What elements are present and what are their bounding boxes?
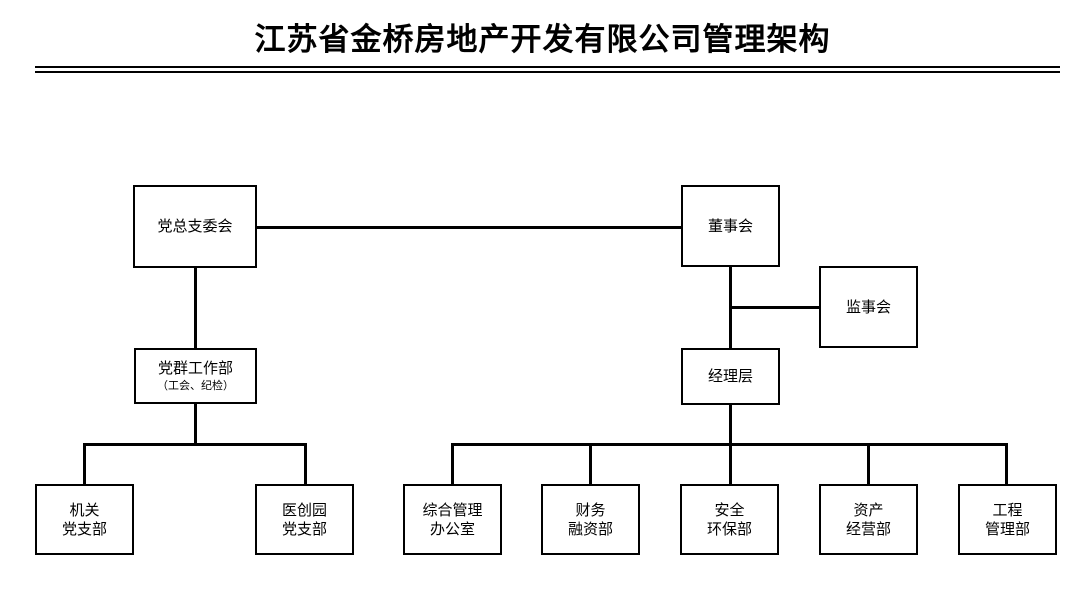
node-safety-environment-department[interactable]: 安全 环保部: [680, 484, 779, 555]
node-party-committee[interactable]: 党总支委会: [133, 185, 257, 268]
node-label: 监事会: [845, 297, 891, 316]
node-sublabel: （工会、纪检）: [157, 379, 234, 392]
edge-drop-asset-dept: [867, 443, 870, 485]
page-title: 江苏省金桥房地产开发有限公司管理架构: [254, 22, 831, 58]
node-label: 综合管理: [422, 500, 483, 519]
edge-party-committee-to-board: [255, 226, 683, 229]
node-label: 财务: [575, 500, 606, 519]
node-board[interactable]: 董事会: [681, 185, 780, 267]
edge-drop-safety-dept: [729, 443, 732, 485]
node-supervisory-board[interactable]: 监事会: [819, 266, 918, 348]
node-label: 经理层: [707, 367, 753, 386]
edge-party-committee-to-party-work-dept: [194, 266, 197, 350]
node-sublabel: 党支部: [61, 519, 107, 538]
node-label: 安全: [714, 500, 745, 519]
node-org-party-branch[interactable]: 机关 党支部: [35, 484, 134, 555]
node-label: 资产: [853, 500, 884, 519]
node-sublabel: 经营部: [845, 519, 891, 538]
node-label: 董事会: [707, 216, 753, 235]
node-label: 机关: [69, 500, 100, 519]
node-general-management-office[interactable]: 综合管理 办公室: [403, 484, 502, 555]
node-label: 工程: [992, 500, 1023, 519]
edge-party-work-dept-drop: [194, 402, 197, 446]
edge-drop-finance-dept: [589, 443, 592, 485]
node-sublabel: 党支部: [281, 519, 327, 538]
title-rule-upper: [35, 66, 1060, 68]
node-sublabel: 环保部: [706, 519, 752, 538]
edge-drop-org-branch: [83, 443, 86, 485]
title-rule-lower: [35, 71, 1060, 73]
node-sublabel: 办公室: [429, 519, 475, 538]
edge-drop-yichuangyuan: [304, 443, 307, 485]
edge-board-to-supervisory: [729, 306, 821, 309]
node-management[interactable]: 经理层: [681, 348, 780, 405]
node-label: 党总支委会: [157, 217, 233, 236]
node-label: 医创园: [281, 500, 327, 519]
node-asset-operation-department[interactable]: 资产 经营部: [819, 484, 918, 555]
node-sublabel: 融资部: [567, 519, 613, 538]
bus-bar-party-branches: [83, 443, 307, 446]
edge-drop-general-office: [451, 443, 454, 485]
node-party-work-dept[interactable]: 党群工作部 （工会、纪检）: [134, 348, 257, 404]
node-engineering-management-department[interactable]: 工程 管理部: [958, 484, 1057, 555]
edge-drop-engineering-dept: [1005, 443, 1008, 485]
node-yichuangyuan-party-branch[interactable]: 医创园 党支部: [255, 484, 354, 555]
edge-management-drop: [729, 403, 732, 446]
node-sublabel: 管理部: [984, 519, 1030, 538]
node-finance-department[interactable]: 财务 融资部: [541, 484, 640, 555]
node-label: 党群工作部: [157, 359, 233, 378]
